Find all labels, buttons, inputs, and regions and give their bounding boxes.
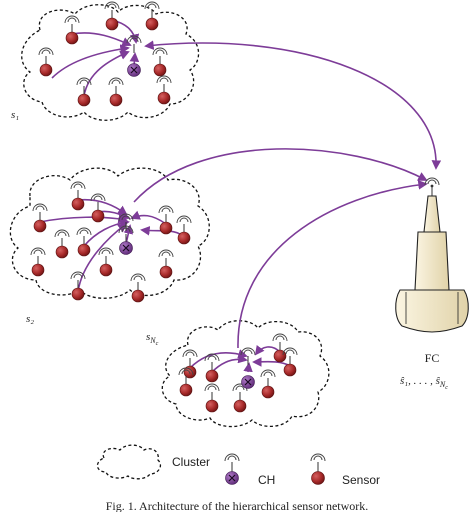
legend-ch-icon [224,453,240,485]
sensor-node [282,347,298,377]
sensor-node [178,367,194,397]
sensor-node [204,353,220,383]
cluster-n-label: sNc [146,331,159,347]
sensor-node [104,1,120,31]
sensor-node [54,229,70,259]
sensor-node [70,271,86,301]
sensor-node [260,369,276,399]
legend-sensor-label: Sensor [342,473,380,487]
cluster-1-outline [21,4,200,121]
cluster-1-label: s₁ [11,109,19,121]
figure-caption: Fig. 1. Architecture of the hierarchical… [106,499,369,512]
sensor-node [30,247,46,277]
sensor-node [158,205,174,235]
cluster-n-outline [161,320,330,428]
sensor-node [232,383,248,413]
fusion-center: FC ŝ₁, . . . , ŝNc [395,177,469,391]
cluster-2-label: s₂ [26,313,34,325]
sensor-node [204,383,220,413]
sensors-layer [30,1,298,413]
fc-label: FC [425,351,440,365]
fc-antenna-icon [424,177,440,196]
sensor-node [76,77,92,107]
legend: Cluster CH Sensor [96,444,380,487]
sensor-node [38,47,54,77]
sensor-node [130,273,146,303]
sensor-node [158,249,174,279]
legend-ch-label: CH [258,473,275,487]
sensor-node [152,47,168,77]
cluster-head-node [118,213,134,255]
sensor-node [32,203,48,233]
legend-cluster-icon [96,444,162,480]
sensor-node [98,247,114,277]
sensor-node [70,181,86,211]
sensor-node [144,1,160,31]
sensor-node [156,75,172,105]
cluster-head-node [240,347,256,389]
sensor-node [108,77,124,107]
fc-estimates: ŝ₁, . . . , ŝNc [400,375,448,391]
sensor-node [90,193,106,223]
sensor-node [176,215,192,245]
ch-to-fc-arrows [133,40,442,349]
cluster-head-node [126,35,142,77]
sensor-node [76,227,92,257]
legend-cluster-label: Cluster [172,455,210,469]
legend-sensor-icon [310,453,326,485]
cluster-heads-layer [118,35,256,389]
cluster-2-outline [9,167,210,299]
sensor-node [64,15,80,45]
